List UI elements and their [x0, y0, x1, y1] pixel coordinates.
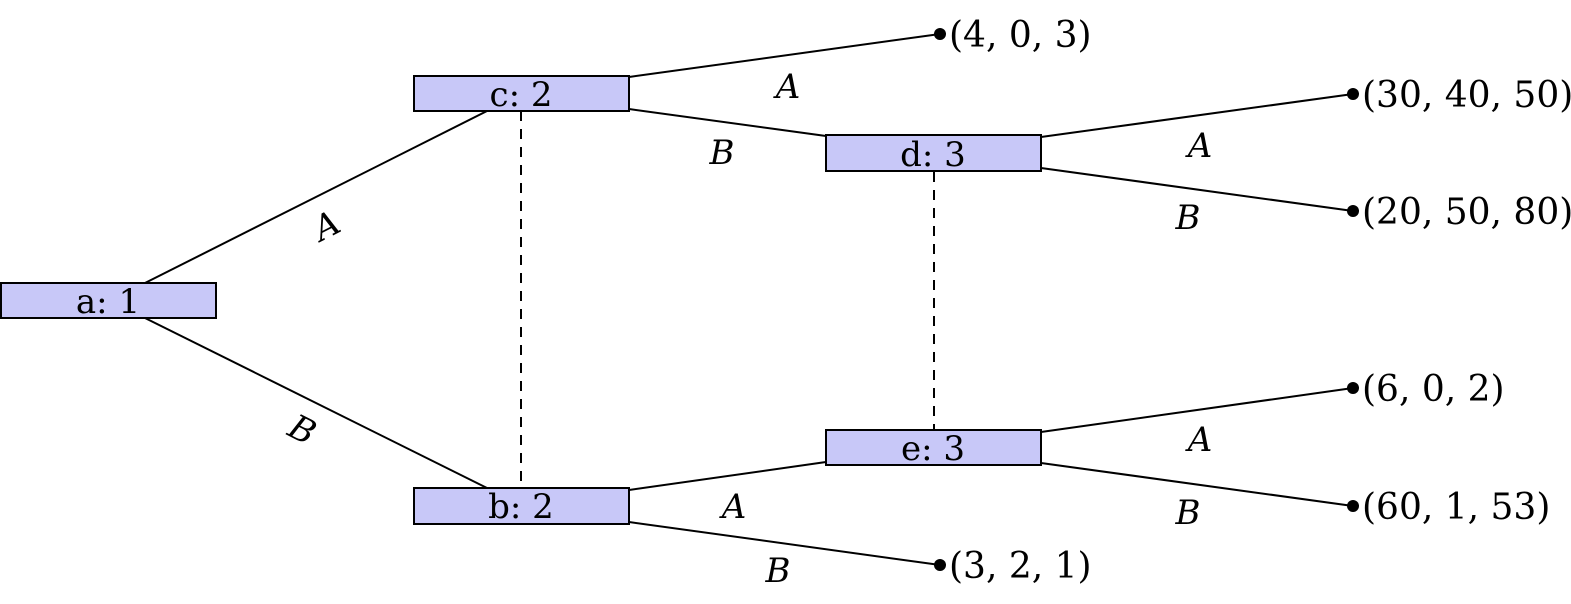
node-box: [413, 487, 630, 525]
node-box: [825, 429, 1042, 466]
edge-label-c-p1: A: [773, 67, 801, 107]
edge-e-p4: [1040, 387, 1354, 433]
edge-b-p6: [628, 521, 941, 566]
node-label: d: 3: [900, 135, 966, 175]
terminal-node-p6: (3, 2, 1): [934, 546, 1092, 587]
node-label: e: 3: [901, 429, 965, 469]
terminal-node-p5: (60, 1, 53): [1347, 487, 1550, 528]
edge-d-p2: [1040, 93, 1354, 138]
node-label: b: 2: [488, 487, 554, 527]
edge-d-p3: [1040, 167, 1354, 212]
decision-node-d: d: 3: [825, 134, 1042, 175]
terminal-dot: [1347, 382, 1359, 394]
payoff-label: (20, 50, 80): [1362, 192, 1571, 233]
payoff-label: (30, 40, 50): [1362, 75, 1571, 116]
node-box: [413, 75, 630, 112]
edge-b-e: [628, 461, 827, 491]
node-label: c: 2: [490, 75, 553, 115]
edge-c-d: [628, 108, 827, 137]
terminal-dot: [1347, 205, 1359, 217]
edge-label-a-b: B: [281, 406, 322, 453]
edge-label-b-e: A: [719, 487, 747, 527]
edge-label-a-c: A: [304, 203, 347, 251]
node-box: [0, 282, 217, 319]
decision-node-a: a: 1: [0, 282, 217, 322]
edge-a-c: [144, 110, 488, 284]
edge-label-e-p4: A: [1185, 420, 1213, 460]
decision-node-b: b: 2: [413, 487, 630, 527]
payoff-label: (3, 2, 1): [949, 546, 1092, 587]
terminal-node-p2: (30, 40, 50): [1347, 75, 1571, 116]
terminal-node-p1: (4, 0, 3): [934, 15, 1092, 56]
terminal-node-p4: (6, 0, 2): [1347, 369, 1505, 410]
edge-a-b: [144, 317, 488, 489]
edge-c-p1: [628, 33, 941, 78]
edge-label-e-p5: B: [1175, 493, 1201, 533]
edge-e-p5: [1040, 462, 1354, 507]
terminal-dot: [1347, 88, 1359, 100]
terminal-node-p3: (20, 50, 80): [1347, 192, 1571, 233]
payoff-label: (6, 0, 2): [1362, 369, 1505, 410]
node-box: [825, 134, 1042, 172]
payoff-label: (4, 0, 3): [949, 15, 1092, 56]
payoff-label: (60, 1, 53): [1362, 487, 1550, 528]
terminal-dot: [934, 559, 946, 571]
terminal-dot: [934, 28, 946, 40]
terminal-dot: [1347, 500, 1359, 512]
edge-label-c-d: B: [709, 133, 735, 173]
edge-label-b-p6: B: [765, 551, 791, 591]
edge-label-d-p3: B: [1175, 198, 1201, 238]
decision-node-e: e: 3: [825, 429, 1042, 469]
node-label: a: 1: [76, 282, 140, 322]
decision-node-c: c: 2: [413, 75, 630, 115]
edge-label-d-p2: A: [1185, 126, 1213, 166]
